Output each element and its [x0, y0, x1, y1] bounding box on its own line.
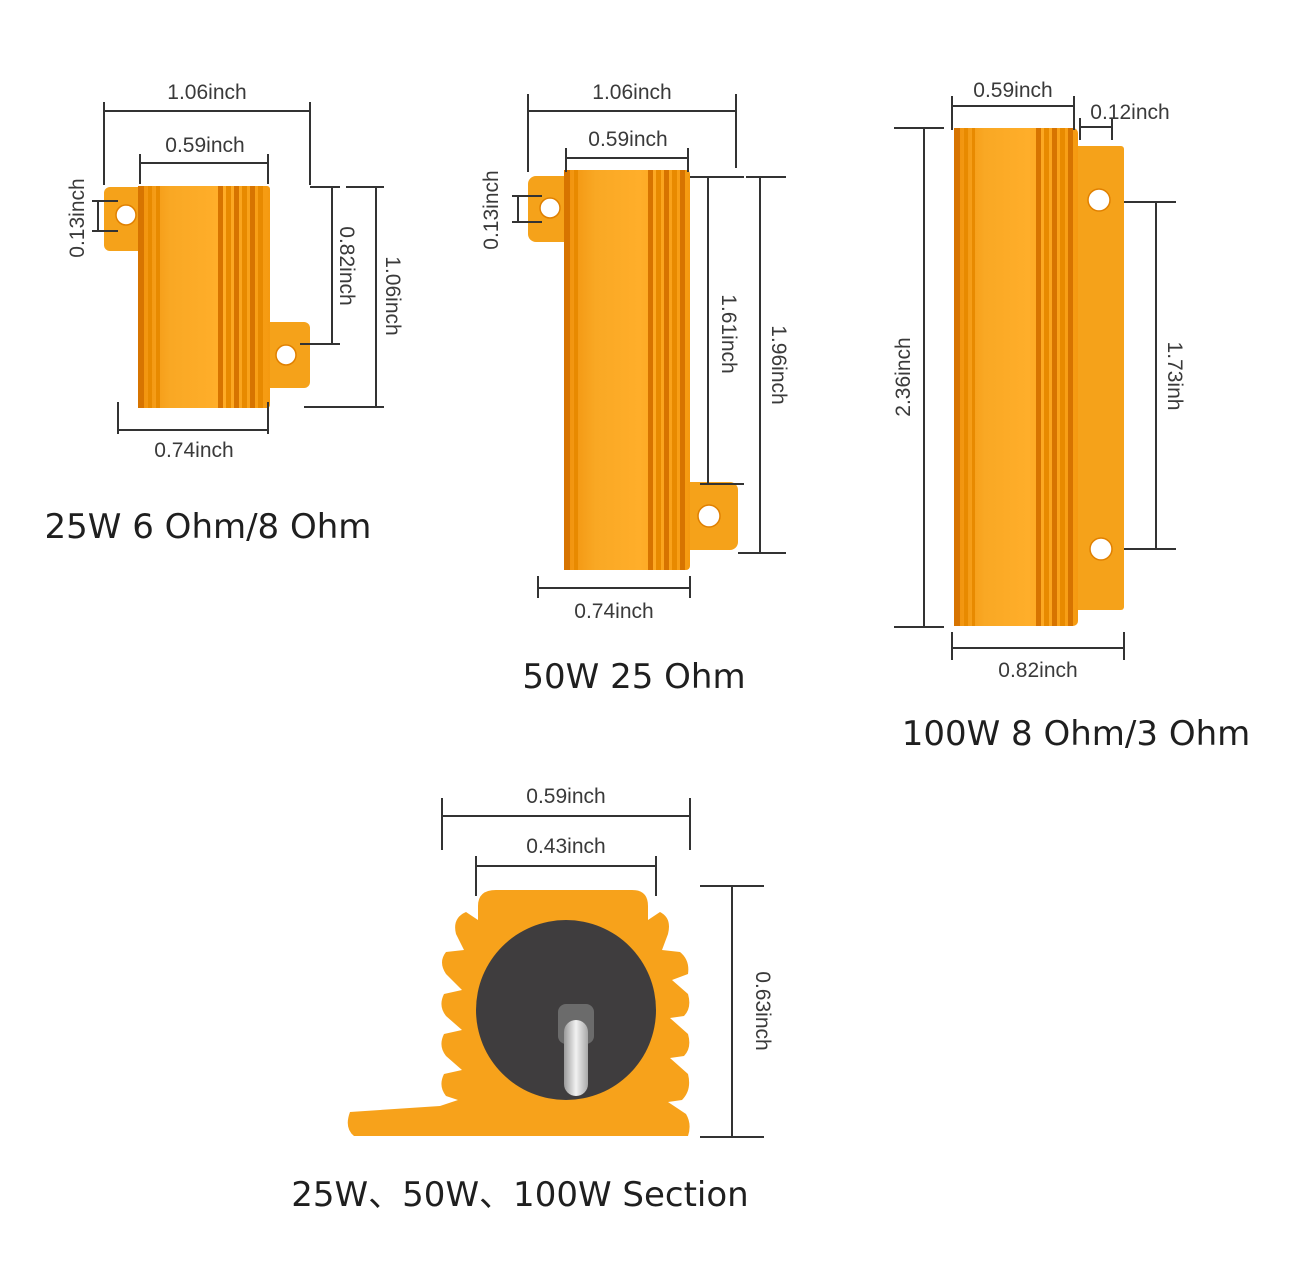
- r25-width-body-label: 0.59inch: [165, 134, 244, 157]
- r100-height-total-label: 2.36inch: [892, 337, 915, 416]
- resistor-section: 0.59inch 0.43inch 0.63inch 25W、50W、100W …: [291, 785, 774, 1215]
- section-height-label: 0.63inch: [751, 971, 774, 1050]
- r50-width-total-label: 1.06inch: [592, 81, 671, 104]
- resistor-25w-drawing: [104, 186, 310, 408]
- r50-hole-span-label: 1.61inch: [717, 294, 740, 373]
- r50-hole-label: 0.13inch: [480, 170, 503, 249]
- r100-width-bottom-label: 0.82inch: [998, 659, 1077, 682]
- r50-caption: 50W 25 Ohm: [522, 657, 745, 697]
- resistor-50w: 1.06inch 0.59inch 0.13inch 1.61inch 1.96…: [480, 81, 790, 697]
- r25-hole-label: 0.13inch: [66, 178, 89, 257]
- r25-height-total-label: 1.06inch: [381, 256, 404, 335]
- resistor-section-drawing: [347, 890, 690, 1136]
- r100-caption: 100W 8 Ohm/3 Ohm: [902, 714, 1251, 754]
- r50-width-bottom-label: 0.74inch: [574, 600, 653, 623]
- section-width-core-label: 0.43inch: [526, 835, 605, 858]
- r25-width-total-label: 1.06inch: [167, 81, 246, 104]
- r50-width-body-label: 0.59inch: [588, 128, 667, 151]
- r50-height-total-label: 1.96inch: [767, 325, 790, 404]
- resistor-100w-drawing: [954, 128, 1124, 626]
- r25-hole-span-label: 0.82inch: [335, 226, 358, 305]
- resistor-100w: 0.59inch 0.12inch 2.36inch 1.73inh 0.82i…: [892, 79, 1250, 754]
- r100-hole-span-label: 1.73inh: [1163, 342, 1186, 411]
- r100-flange-label: 0.12inch: [1090, 101, 1169, 124]
- section-width-total-label: 0.59inch: [526, 785, 605, 808]
- section-caption: 25W、50W、100W Section: [291, 1175, 748, 1215]
- r25-width-bottom-label: 0.74inch: [154, 439, 233, 462]
- r100-width-body-label: 0.59inch: [973, 79, 1052, 102]
- resistor-25w: 1.06inch 0.59inch 0.13inch 0.82inch 1.06…: [45, 81, 404, 547]
- r25-caption: 25W 6 Ohm/8 Ohm: [45, 507, 372, 547]
- resistor-50w-drawing: [528, 170, 738, 570]
